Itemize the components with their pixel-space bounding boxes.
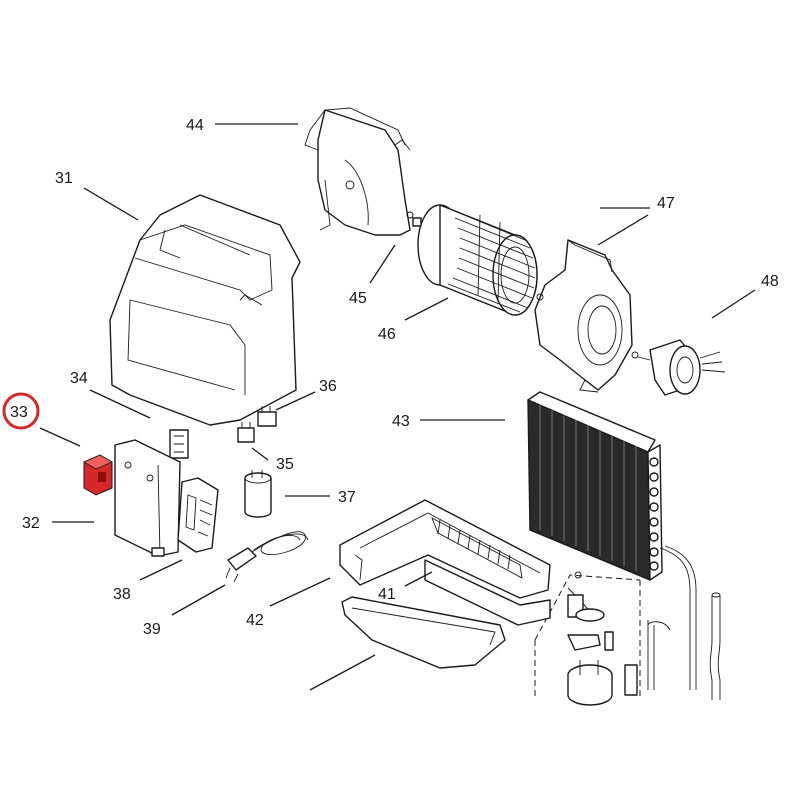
tray-grille xyxy=(437,519,511,570)
part-42-lower-panel xyxy=(341,596,506,669)
part-33-highlighted-switch xyxy=(83,454,113,496)
part-46-fan-wheel xyxy=(412,204,538,316)
callout-33-highlighted: 33 xyxy=(2,392,40,430)
leader-lines xyxy=(39,123,756,691)
part-35-36-terminals xyxy=(237,406,277,443)
callout-38: 38 xyxy=(113,586,131,603)
callout-47: 47 xyxy=(657,195,675,212)
callout-45: 45 xyxy=(349,290,367,307)
callout-48: 48 xyxy=(761,273,779,290)
coil-tube-ends xyxy=(649,457,659,571)
part-48-fan-motor xyxy=(637,339,726,396)
callout-32: 32 xyxy=(22,515,40,532)
part-38-circuit-board xyxy=(177,477,219,553)
callout-labels: 44 31 47 48 45 46 34 36 43 35 37 32 38 4… xyxy=(2,117,779,638)
callout-36: 36 xyxy=(319,378,337,395)
part-31-housing xyxy=(109,194,301,426)
callout-34: 34 xyxy=(70,370,88,387)
callout-46: 46 xyxy=(378,326,396,343)
callout-41: 41 xyxy=(378,586,396,603)
fan-blades xyxy=(447,209,536,313)
part-41-base-tray xyxy=(339,499,551,626)
part-34-connector xyxy=(169,429,189,459)
callout-37: 37 xyxy=(338,489,356,506)
part-43-coil xyxy=(527,391,663,581)
part-44-blower-housing xyxy=(304,107,414,236)
refrigerant-piping xyxy=(647,545,721,700)
coil-fins xyxy=(539,405,637,571)
part-32-control-box xyxy=(114,439,181,557)
part-47-rear-housing xyxy=(534,239,639,393)
callout-42: 42 xyxy=(246,612,264,629)
callout-33: 33 xyxy=(10,404,28,421)
callout-35: 35 xyxy=(276,456,294,473)
part-39-power-cord xyxy=(225,531,309,583)
callout-44: 44 xyxy=(186,117,204,134)
callout-43: 43 xyxy=(392,413,410,430)
part-37-capacitor xyxy=(244,470,272,518)
callout-31: 31 xyxy=(55,170,73,187)
compressor-group xyxy=(534,571,641,706)
highlight-circle xyxy=(2,392,40,430)
callout-39: 39 xyxy=(143,621,161,638)
